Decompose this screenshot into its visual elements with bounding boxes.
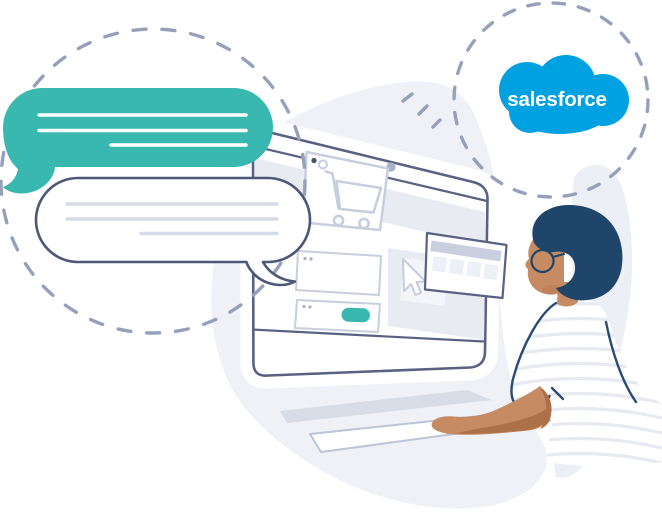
hand-shading <box>456 405 550 434</box>
keyboard-shadow <box>280 390 492 423</box>
person-shirt <box>511 297 662 467</box>
screen-card-1 <box>295 250 382 296</box>
cart-card <box>302 150 390 232</box>
card-dot-ring <box>318 159 328 170</box>
card-dot <box>308 305 312 309</box>
shirt-fold-line <box>550 386 565 401</box>
card-dot <box>302 304 306 309</box>
widget-square <box>466 261 482 278</box>
widget-square <box>483 263 499 281</box>
salesforce-wordmark: salesforce <box>507 88 606 111</box>
salesforce-logo: salesforce <box>499 55 629 134</box>
card-dot <box>309 257 313 261</box>
chat-bubble-outline-icon <box>34 176 312 287</box>
person-hair <box>532 204 623 301</box>
deco-dashes <box>401 92 442 129</box>
card-dot <box>303 256 307 261</box>
salesforce-cloud-icon <box>499 55 629 134</box>
widgets-card-header <box>430 240 502 262</box>
cursor-icon <box>402 258 427 296</box>
card-dot-dark <box>311 157 317 164</box>
chat-text-lines <box>65 202 279 236</box>
wrist-shading <box>540 389 552 429</box>
teal-button <box>341 307 370 323</box>
widget-square <box>431 256 447 273</box>
widgets-card <box>423 231 508 300</box>
chin-shading <box>542 285 562 295</box>
dashed-circle-left <box>0 27 307 335</box>
shopping-cart-icon <box>324 170 383 230</box>
screen-card-2 <box>294 299 381 333</box>
monitor-divider-line <box>251 328 485 343</box>
chat-text-lines <box>37 113 248 147</box>
person <box>431 204 662 467</box>
dashed-circle-right <box>452 1 650 199</box>
chat-bubble-teal-icon <box>2 88 273 194</box>
glasses-icon <box>530 248 566 274</box>
shirt-back-line <box>604 320 638 404</box>
widget-square <box>449 258 465 276</box>
